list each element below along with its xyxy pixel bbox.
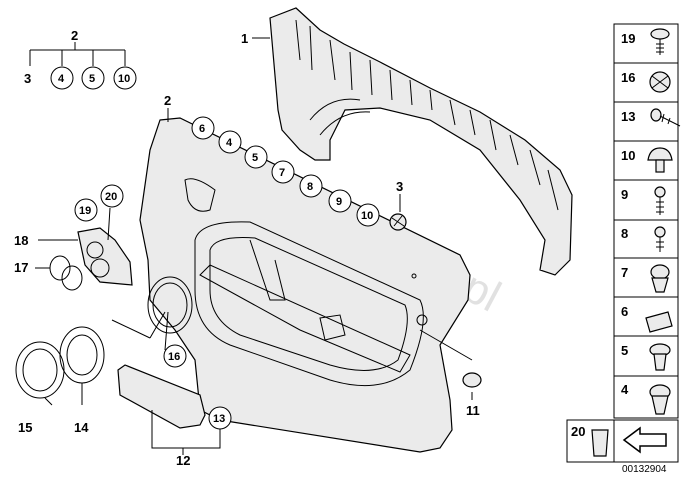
callout-18: 18 [14,233,28,248]
clip-7-icon[interactable] [650,264,670,293]
callout-19: 19 [74,198,98,222]
clip-4-icon[interactable] [649,384,671,415]
part-1-frame[interactable] [269,7,573,276]
callout-17: 17 [14,260,28,275]
clip-5-icon[interactable] [649,343,671,371]
svg-text:5: 5 [89,73,95,85]
svg-text:4: 4 [226,137,233,149]
callout-5-panel: 5 [244,145,268,169]
callout-11: 11 [466,403,480,418]
side-label-6: 6 [621,304,628,319]
part-15-speaker-cover[interactable] [15,341,65,399]
callout-14: 14 [74,420,89,435]
svg-text:10: 10 [118,73,130,85]
svg-text:16: 16 [168,351,180,363]
callout-3-clip: 3 [396,179,403,194]
bottom-label-20: 20 [571,424,585,439]
side-label-9: 9 [621,187,628,202]
clip-16-icon[interactable] [649,71,671,93]
part-2-door-panel[interactable] [139,117,471,453]
callout-8: 8 [299,174,323,198]
svg-text:10: 10 [361,210,373,222]
part-12-armrest-pad[interactable] [117,364,206,429]
callout-10-panel: 10 [356,203,380,227]
side-label-7: 7 [621,265,628,280]
callout-3-top: 3 [24,71,31,86]
callout-2-top: 2 [71,28,78,43]
callout-10-top: 10 [113,66,137,90]
callout-7: 7 [271,160,295,184]
svg-text:5: 5 [252,152,258,164]
svg-text:9: 9 [336,196,342,208]
callout-13: 13 [208,406,232,430]
svg-text:19: 19 [79,205,91,217]
reference-number: 00132904 [622,464,667,475]
svg-text:6: 6 [199,123,205,135]
callout-4-top: 4 [50,66,74,90]
screw-13-icon[interactable] [650,108,681,127]
side-label-4: 4 [621,382,629,397]
part-16-speaker-ring[interactable] [147,276,193,334]
callout-16: 16 [163,344,187,368]
screw-8-icon[interactable] [654,226,666,252]
part-11-plug[interactable] [462,372,482,388]
side-label-16: 16 [621,70,635,85]
callout-12: 12 [176,453,190,468]
part-18-switch-assembly[interactable] [77,227,133,286]
side-label-8: 8 [621,226,628,241]
side-label-13: 13 [621,109,635,124]
callout-15: 15 [18,420,32,435]
plug-10-icon[interactable] [647,147,673,173]
side-label-19: 19 [621,31,635,46]
callout-9: 9 [328,189,352,213]
part-3-clip[interactable] [389,213,407,231]
arrow-icon [622,426,667,454]
svg-text:8: 8 [307,181,313,193]
screw-19-icon[interactable] [650,28,670,55]
svg-text:13: 13 [213,413,225,425]
callout-6: 6 [191,116,215,140]
callout-20: 20 [100,184,124,208]
side-label-10: 10 [621,148,635,163]
callout-4-panel: 4 [218,130,242,154]
leader-lines [29,37,473,455]
callout-5-top: 5 [81,66,105,90]
callout-1: 1 [241,31,248,46]
part-17-cap[interactable] [49,255,83,291]
clip-20-icon[interactable] [591,429,609,457]
svg-text:20: 20 [105,191,117,203]
part-14-ring[interactable] [59,326,105,384]
svg-text:7: 7 [279,167,285,179]
clip-6-icon[interactable] [645,311,673,333]
svg-text:4: 4 [58,73,65,85]
screw-9-icon[interactable] [654,186,666,215]
side-label-5: 5 [621,343,628,358]
callout-2-panel: 2 [164,93,171,108]
